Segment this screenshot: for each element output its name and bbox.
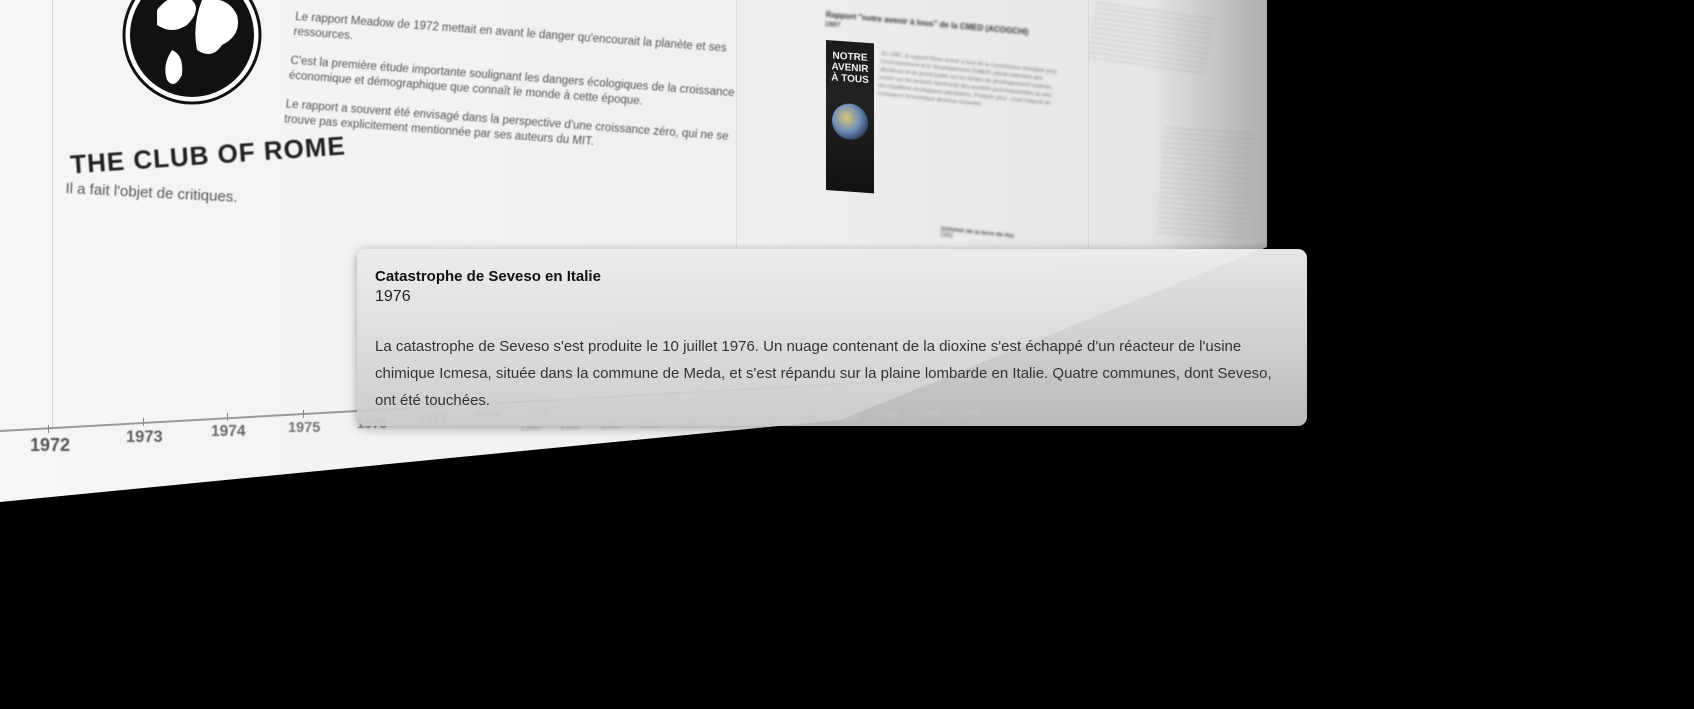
event-tooltip[interactable]: Catastrophe de Seveso en Italie 1976 La … <box>357 249 1307 426</box>
event-divider <box>1088 0 1089 250</box>
event-divider <box>736 0 737 260</box>
meadow-report-text: Le rapport Meadow de 1972 mettait en ava… <box>282 10 765 176</box>
critique-text: Il a fait l'objet de critiques. <box>65 180 238 206</box>
tooltip-year: 1976 <box>375 288 411 305</box>
club-of-rome-logo <box>72 0 292 170</box>
year-tick-mark <box>302 410 304 418</box>
tooltip-body: La catastrophe de Seveso s'est produite … <box>375 338 1272 409</box>
event-card-rio-summit[interactable]: Sommet de la terre de Rio 1992 <box>940 226 1015 246</box>
cover-title: NOTRE AVENIR À TOUS <box>831 50 869 86</box>
year-tick-1973[interactable]: 1973 <box>126 428 163 446</box>
year-tick-1975[interactable]: 1975 <box>288 420 321 436</box>
year-tick-mark <box>142 418 144 426</box>
event-divider <box>52 0 53 430</box>
tooltip-title: Catastrophe de Seveso en Italie <box>375 268 601 285</box>
earth-icon <box>832 102 868 141</box>
report-body: En 1987, le rapport Notre avenir à tous … <box>877 50 1058 108</box>
year-tick-mark <box>48 425 49 433</box>
year-tick-1974[interactable]: 1974 <box>211 423 246 440</box>
event-card-cmed-report[interactable]: Rapport "notre avenir à tous" de la CMED… <box>824 10 1066 194</box>
globe-icon <box>122 0 262 105</box>
year-tick-mark <box>226 413 228 421</box>
year-tick-1972[interactable]: 1972 <box>30 435 71 455</box>
report-cover-image: NOTRE AVENIR À TOUS <box>826 40 874 194</box>
distant-event-text <box>1086 1 1214 79</box>
distant-event-text <box>1156 126 1254 244</box>
